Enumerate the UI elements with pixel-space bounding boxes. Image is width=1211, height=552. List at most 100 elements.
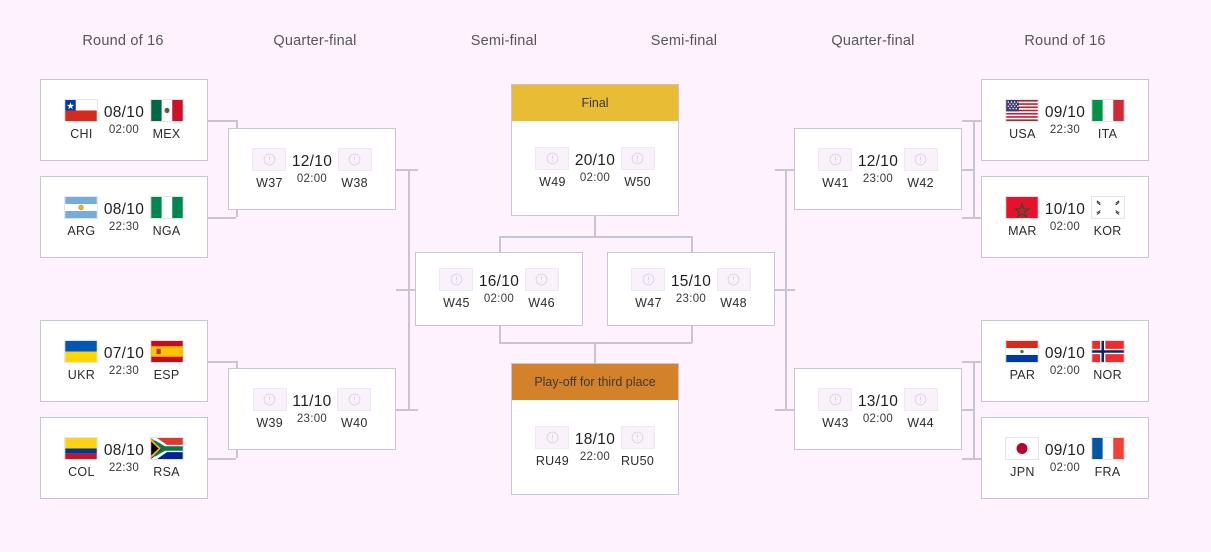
- team-right[interactable]: W44: [898, 388, 943, 430]
- team-right[interactable]: NGA: [144, 196, 189, 238]
- team-left[interactable]: USA: [1000, 99, 1045, 141]
- match-card-r16-r2[interactable]: MAR 10/10 02:00 KOR: [981, 176, 1149, 258]
- flag-southafrica: [149, 437, 184, 460]
- match-time: 22:30: [1049, 124, 1081, 136]
- team-code-left: JPN: [1010, 465, 1035, 479]
- team-right[interactable]: W42: [898, 148, 943, 190]
- match-card-qf-l2[interactable]: W39 11/10 23:00 W40: [228, 368, 396, 450]
- flag-colombia: [64, 437, 99, 460]
- team-right[interactable]: ESP: [144, 340, 189, 382]
- team-right[interactable]: RU50: [615, 426, 660, 468]
- match-date: 20/10: [574, 152, 616, 169]
- team-right[interactable]: W38: [332, 148, 377, 190]
- connector-line: [951, 409, 975, 411]
- team-code-right: W42: [907, 176, 934, 190]
- team-left[interactable]: UKR: [59, 340, 104, 382]
- match-card-qf-r2[interactable]: W43 13/10 02:00 W44: [794, 368, 962, 450]
- team-code-left: W45: [443, 296, 470, 310]
- connector-line: [396, 169, 418, 171]
- match-datetime: 20/10 02:00: [575, 152, 615, 184]
- round-header-2: Semi-final: [470, 33, 538, 49]
- flag-paraguay: [1005, 340, 1040, 363]
- team-code-right: KOR: [1093, 224, 1122, 238]
- connector-line: [396, 409, 418, 411]
- match-body: RU49 18/10 22:00 RU50: [512, 400, 678, 494]
- match-card-r16-r4[interactable]: JPN 09/10 02:00 FRA: [981, 417, 1149, 499]
- connector-line: [396, 289, 416, 291]
- alert-circle-icon: [337, 148, 372, 171]
- team-left[interactable]: W45: [434, 268, 479, 310]
- round-header-3: Semi-final: [650, 33, 718, 49]
- team-right[interactable]: W46: [519, 268, 564, 310]
- team-right[interactable]: RSA: [144, 437, 189, 479]
- team-left[interactable]: W43: [813, 388, 858, 430]
- team-left[interactable]: W37: [247, 148, 292, 190]
- match-card-r16-l4[interactable]: COL 08/10 22:30 RSA: [40, 417, 208, 499]
- match-card-r16-l1[interactable]: CHI 08/10 02:00 MEX: [40, 79, 208, 161]
- match-body: W45 16/10 02:00 W46: [416, 253, 582, 325]
- connector-line: [208, 120, 236, 122]
- connector-line: [208, 361, 236, 363]
- team-right[interactable]: ITA: [1085, 99, 1130, 141]
- match-date: 18/10: [574, 431, 616, 448]
- connector-line: [499, 236, 692, 238]
- match-time: 02:00: [483, 293, 515, 305]
- match-date: 15/10: [670, 273, 712, 290]
- team-left[interactable]: CHI: [59, 99, 104, 141]
- team-right[interactable]: FRA: [1085, 437, 1130, 479]
- team-left[interactable]: COL: [59, 437, 104, 479]
- team-right[interactable]: NOR: [1085, 340, 1130, 382]
- match-card-final[interactable]: Final W49 20/10 02:00 W50: [511, 84, 679, 216]
- match-date: 13/10: [857, 393, 899, 410]
- alert-circle-icon: [620, 147, 655, 170]
- alert-circle-icon: [439, 268, 474, 291]
- team-code-left: W39: [256, 416, 284, 430]
- team-left[interactable]: MAR: [1000, 196, 1045, 238]
- team-left[interactable]: JPN: [1000, 437, 1045, 479]
- match-time: 02:00: [1049, 462, 1081, 474]
- connector-line: [962, 217, 985, 219]
- match-date: 12/10: [291, 153, 333, 170]
- match-time: 02:00: [1049, 365, 1081, 377]
- match-time: 23:00: [862, 173, 894, 185]
- match-date: 16/10: [478, 273, 520, 290]
- match-card-sf-r[interactable]: W47 15/10 23:00 W48: [607, 252, 775, 326]
- match-card-r16-l3[interactable]: UKR 07/10 22:30 ESP: [40, 320, 208, 402]
- alert-circle-icon: [903, 148, 938, 171]
- alert-circle-icon: [524, 268, 559, 291]
- team-left[interactable]: W41: [813, 148, 858, 190]
- match-card-r16-r1[interactable]: USA 09/10 22:30 ITA: [981, 79, 1149, 161]
- team-left[interactable]: W49: [530, 147, 575, 189]
- team-left[interactable]: ARG: [59, 196, 104, 238]
- match-body: W47 15/10 23:00 W48: [608, 253, 774, 325]
- match-title-playoff: Play-off for third place: [512, 364, 678, 400]
- match-datetime: 08/10 22:30: [104, 442, 144, 474]
- team-left[interactable]: W47: [626, 268, 671, 310]
- match-body: PAR 09/10 02:00 NOR: [982, 321, 1148, 401]
- team-right[interactable]: W40: [332, 388, 377, 430]
- match-time: 22:30: [108, 365, 140, 377]
- match-card-r16-r3[interactable]: PAR 09/10 02:00 NOR: [981, 320, 1149, 402]
- match-card-qf-l1[interactable]: W37 12/10 02:00 W38: [228, 128, 396, 210]
- team-code-left: COL: [68, 465, 95, 479]
- match-time: 02:00: [296, 173, 328, 185]
- team-right[interactable]: W50: [615, 147, 660, 189]
- match-card-qf-r1[interactable]: W41 12/10 23:00 W42: [794, 128, 962, 210]
- match-card-sf-l[interactable]: W45 16/10 02:00 W46: [415, 252, 583, 326]
- match-datetime: 07/10 22:30: [104, 345, 144, 377]
- team-code-right: W38: [341, 176, 368, 190]
- match-datetime: 08/10 02:00: [104, 104, 144, 136]
- team-left[interactable]: RU49: [530, 426, 575, 468]
- team-left[interactable]: PAR: [1000, 340, 1045, 382]
- team-right[interactable]: W48: [711, 268, 756, 310]
- match-card-r16-l2[interactable]: ARG 08/10 22:30 NGA: [40, 176, 208, 258]
- match-card-playoff[interactable]: Play-off for third place RU49 18/10 22:0…: [511, 363, 679, 495]
- match-body: W49 20/10 02:00 W50: [512, 121, 678, 215]
- match-body: ARG 08/10 22:30 NGA: [41, 177, 207, 257]
- flag-southkorea: [1090, 196, 1125, 219]
- team-right[interactable]: MEX: [144, 99, 189, 141]
- team-left[interactable]: W39: [247, 388, 292, 430]
- team-right[interactable]: KOR: [1085, 196, 1130, 238]
- connector-line: [208, 217, 236, 219]
